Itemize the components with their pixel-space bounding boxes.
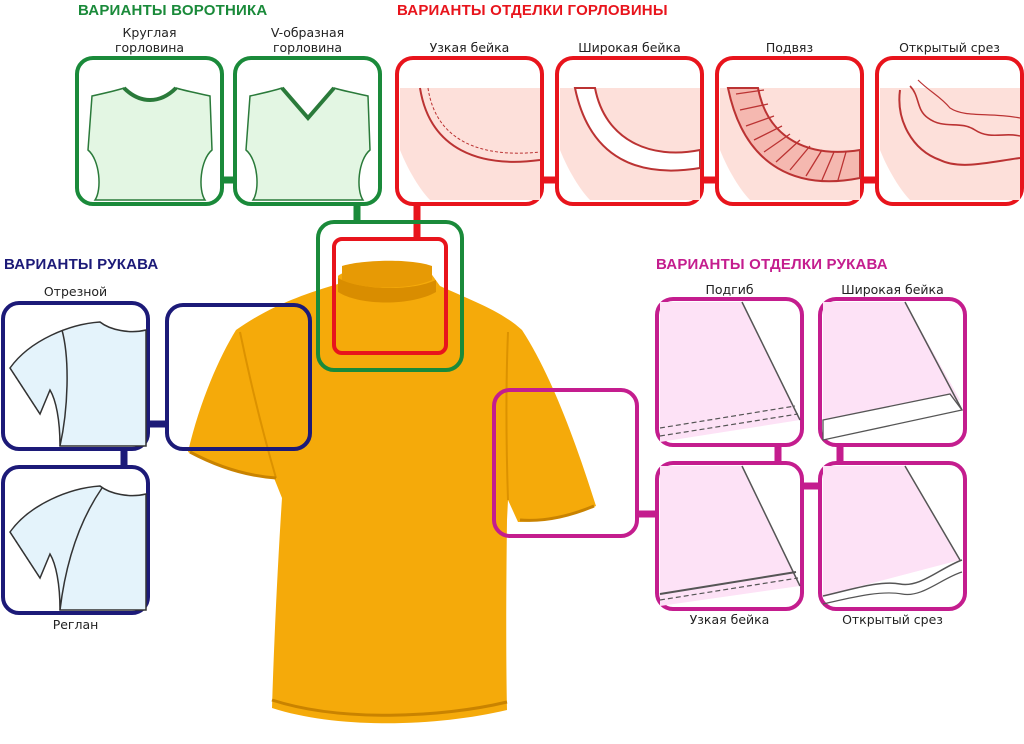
sleeve-finish-narrow-label: Узкая бейка (689, 612, 770, 627)
wide-binding-icon (573, 87, 701, 172)
raglan-sleeve-icon (9, 485, 147, 611)
sleeve-finish-narrow-box[interactable] (655, 461, 804, 611)
tshirt-image (188, 260, 596, 724)
wide-sleeve-binding-icon (822, 393, 964, 441)
collar-v-box[interactable] (233, 56, 382, 206)
tshirt-sleeve-hem (519, 504, 595, 522)
sleeve-finish-fold-label: Подгиб (705, 282, 754, 297)
sleeve-finish-open-box[interactable] (818, 461, 967, 611)
v-neck-shirt-icon (245, 87, 371, 201)
tshirt-body (188, 266, 596, 724)
sleeve-set-in-box[interactable] (1, 301, 150, 451)
neck-area-finish-frame (332, 237, 448, 355)
sleeve-finish-options-header: ВАРИАНТЫ ОТДЕЛКИ РУКАВА (656, 256, 888, 273)
tshirt-sleeve-hem-left (189, 450, 277, 480)
neck-finish-open-box[interactable] (875, 56, 1024, 206)
tshirt-collar-back (342, 260, 432, 288)
narrow-binding-icon (419, 87, 541, 163)
collar-round-box[interactable] (75, 56, 224, 206)
sleeve-set-in-label: Отрезной (43, 284, 108, 299)
open-edge-icon (898, 89, 1021, 166)
neck-finish-wide-label: Широкая бейка (578, 40, 681, 55)
set-in-sleeve-icon (9, 321, 147, 447)
tshirt-right-seam (505, 331, 509, 501)
sleeve-raglan-box[interactable] (1, 465, 150, 615)
neck-finish-narrow-label: Узкая бейка (429, 40, 510, 55)
tshirt-left-seam (239, 331, 277, 479)
tshirt-bottom-hem (271, 698, 508, 717)
neck-finish-rib-box[interactable] (715, 56, 864, 206)
collar-round-label: Круглая горловина (114, 25, 185, 55)
neck-finish-wide-box[interactable] (555, 56, 704, 206)
neck-area-collar-frame (316, 220, 464, 372)
sleeve-finish-wide-box[interactable] (818, 297, 967, 447)
neck-finish-open-label: Открытый срез (899, 40, 1000, 55)
fold-hem-icon (659, 405, 796, 429)
narrow-sleeve-binding-icon (659, 571, 797, 595)
neck-finish-options-header: ВАРИАНТЫ ОТДЕЛКИ ГОРЛОВИНЫ (397, 2, 668, 19)
collar-options-header: ВАРИАНТЫ ВОРОТНИКА (78, 2, 268, 19)
open-sleeve-edge-icon (822, 559, 963, 597)
sleeve-finish-open-label: Открытый срез (842, 612, 943, 627)
sleeve-options-header: ВАРИАНТЫ РУКАВА (4, 256, 159, 273)
sleeve-finish-wide-label: Широкая бейка (841, 282, 944, 297)
round-neck-shirt-icon (87, 87, 213, 201)
v-neck-line-icon (280, 86, 336, 122)
neck-finish-rib-label: Подвяз (765, 40, 814, 55)
collar-v-label: V-образная горловина (270, 25, 345, 55)
sleeve-raglan-label: Реглан (52, 617, 99, 632)
round-neck-line-icon (122, 86, 178, 102)
tshirt-collar-rib (338, 278, 436, 303)
sleeve-hem-area-frame (492, 388, 639, 538)
rib-collar-icon (726, 87, 861, 183)
neck-finish-narrow-box[interactable] (395, 56, 544, 206)
sleeve-finish-fold-box[interactable] (655, 297, 804, 447)
shoulder-area-frame (165, 303, 312, 451)
